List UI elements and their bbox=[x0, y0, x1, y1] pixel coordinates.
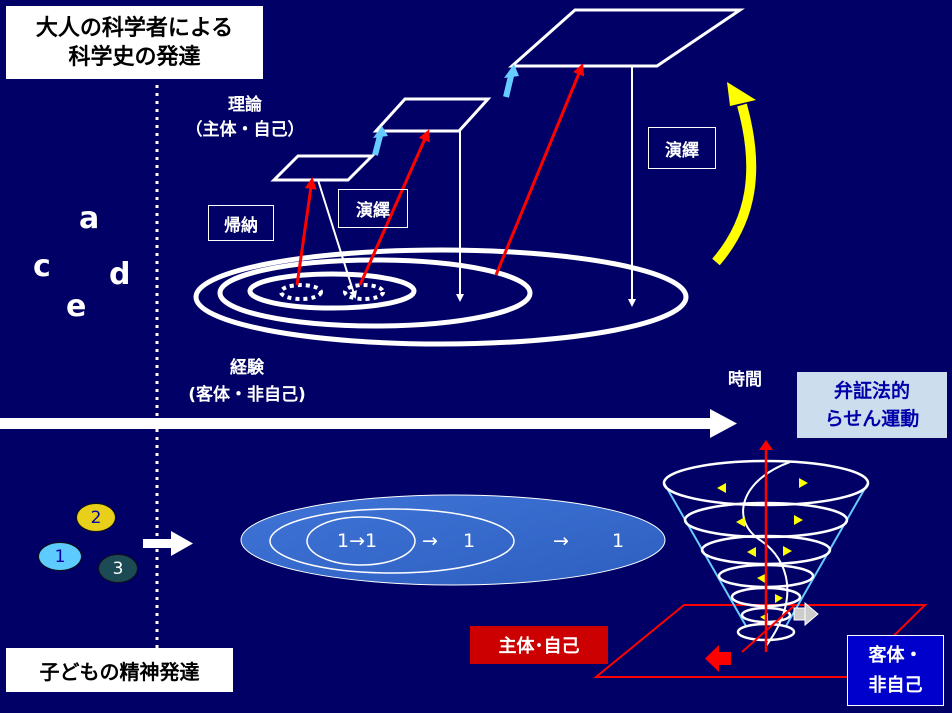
experience-ellipse-inner bbox=[247, 271, 417, 311]
yellow-curved-arrow bbox=[712, 82, 757, 266]
deduction-arrow-1 bbox=[317, 179, 358, 299]
child-development-title: 子どもの精神発達 bbox=[6, 648, 233, 692]
induction-label: 帰納 bbox=[208, 205, 274, 241]
subject-arrow bbox=[705, 645, 731, 672]
dialectic-spiral bbox=[662, 440, 870, 653]
sequence-second: 1 bbox=[463, 530, 476, 552]
induction-arrow-2 bbox=[358, 129, 430, 286]
theory-plane-3 bbox=[508, 8, 745, 68]
sequence-arrow-2: → bbox=[553, 530, 569, 552]
dotted-ellipse-right bbox=[343, 283, 385, 301]
object-label: 客体・ 非自己 bbox=[847, 635, 944, 706]
letter-a: a bbox=[79, 201, 100, 236]
child-entry-arrow bbox=[143, 531, 193, 556]
theory-plane-1 bbox=[270, 154, 376, 182]
deduction-label-upper: 演繹 bbox=[648, 127, 716, 169]
letter-e: e bbox=[66, 289, 87, 324]
step-arrow-1 bbox=[372, 135, 383, 156]
experience-ellipse-middle bbox=[217, 257, 533, 329]
experience-label: 経験 (客体・非自己) bbox=[188, 358, 306, 405]
number-circle-2: 2 bbox=[76, 503, 116, 532]
child-ellipse-inner bbox=[306, 516, 416, 566]
deduction-label-lower: 演繹 bbox=[338, 189, 408, 228]
time-label: 時間 bbox=[728, 370, 762, 390]
time-arrow bbox=[0, 409, 737, 438]
step-arrow-2 bbox=[503, 75, 514, 98]
sequence-third: 1 bbox=[612, 530, 625, 552]
object-arrow bbox=[793, 601, 819, 627]
child-ellipse-outer bbox=[240, 494, 666, 586]
experience-ellipse-outer bbox=[193, 247, 689, 347]
theory-plane-2 bbox=[372, 97, 492, 133]
sequence-first: 1→1 bbox=[337, 530, 378, 552]
number-circle-3: 3 bbox=[98, 554, 138, 583]
letter-c: c bbox=[33, 249, 51, 284]
adult-science-title: 大人の科学者による 科学史の発達 bbox=[6, 6, 263, 79]
dialectic-label: 弁証法的 らせん運動 bbox=[797, 372, 947, 438]
sequence-arrow-1: → bbox=[422, 530, 438, 552]
theory-label: 理論 （主体・自己） bbox=[185, 95, 305, 140]
induction-arrow-1 bbox=[295, 177, 317, 286]
child-ellipse-middle bbox=[269, 508, 515, 574]
number-circle-1: 1 bbox=[38, 542, 82, 571]
induction-arrow-3 bbox=[494, 63, 585, 276]
dotted-ellipse-left bbox=[279, 283, 323, 301]
subject-label: 主体･自己 bbox=[470, 626, 608, 664]
letter-d: d bbox=[109, 257, 131, 292]
